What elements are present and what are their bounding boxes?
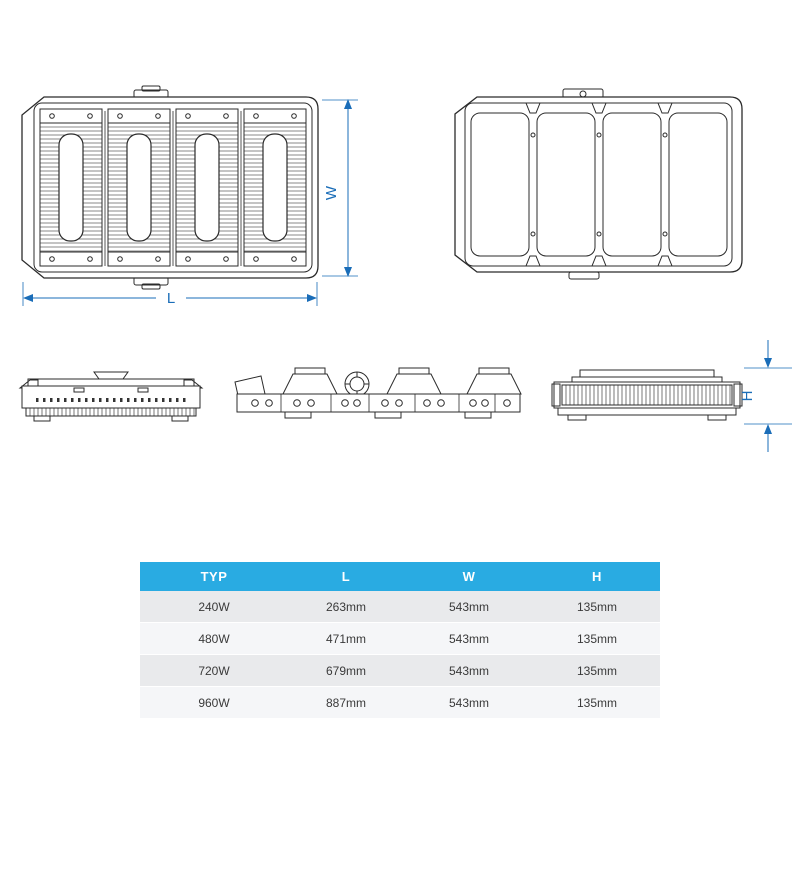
- dimension-h: H: [739, 340, 792, 452]
- rear-view-drawing: [551, 369, 743, 421]
- cell-l: 887mm: [288, 686, 404, 719]
- cell-w: 543mm: [404, 622, 534, 655]
- back-view-drawing: [454, 88, 743, 280]
- spec-table: TYP L W H 240W 263mm 543mm 135mm 480W 47…: [140, 562, 660, 719]
- cell-l: 679mm: [288, 654, 404, 687]
- cell-w: 543mm: [404, 686, 534, 719]
- col-header-h: H: [534, 562, 660, 591]
- front-view-drawing: [18, 371, 204, 422]
- side-view-drawing: [234, 367, 522, 419]
- dimension-l: L: [22, 282, 318, 307]
- table-row: 240W 263mm 543mm 135mm: [140, 591, 660, 623]
- technical-drawing: W L H: [18, 85, 792, 452]
- dimension-h-label: H: [739, 391, 756, 402]
- table-row: 720W 679mm 543mm 135mm: [140, 654, 660, 687]
- cell-l: 263mm: [288, 591, 404, 623]
- cell-typ: 480W: [140, 622, 288, 655]
- table-row: 480W 471mm 543mm 135mm: [140, 622, 660, 655]
- dimension-w: W: [322, 99, 358, 277]
- cell-typ: 720W: [140, 654, 288, 687]
- top-view-drawing: [21, 85, 319, 290]
- cell-w: 543mm: [404, 591, 534, 623]
- col-header-w: W: [404, 562, 534, 591]
- col-header-l: L: [288, 562, 404, 591]
- cell-typ: 240W: [140, 591, 288, 623]
- cell-typ: 960W: [140, 686, 288, 719]
- dimension-w-label: W: [323, 185, 340, 200]
- cell-l: 471mm: [288, 622, 404, 655]
- cell-h: 135mm: [534, 686, 660, 719]
- dimension-l-label: L: [167, 290, 175, 307]
- spec-table-header-row: TYP L W H: [140, 562, 660, 591]
- cell-h: 135mm: [534, 622, 660, 655]
- col-header-typ: TYP: [140, 562, 288, 591]
- cell-w: 543mm: [404, 654, 534, 687]
- cell-h: 135mm: [534, 654, 660, 687]
- table-row: 960W 887mm 543mm 135mm: [140, 686, 660, 719]
- cell-h: 135mm: [534, 591, 660, 623]
